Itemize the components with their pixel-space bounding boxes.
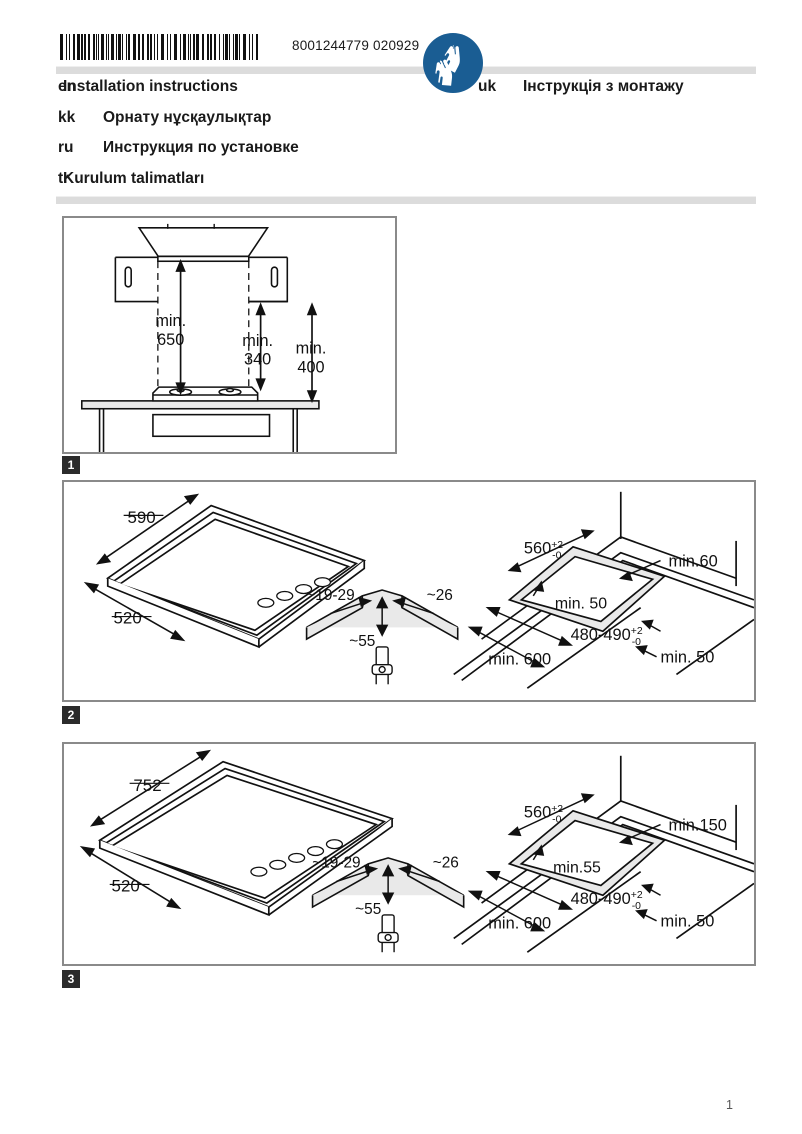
- barcode: [60, 34, 260, 60]
- svg-text:min. 50: min. 50: [555, 596, 607, 613]
- document-header: 8001244779 020929: [56, 30, 756, 70]
- svg-text:min.60: min.60: [668, 553, 717, 571]
- svg-text:~55: ~55: [355, 901, 381, 918]
- svg-text:~26: ~26: [433, 855, 459, 872]
- svg-text:min. 600: min. 600: [488, 651, 551, 669]
- language-divider: [56, 196, 756, 204]
- svg-text:min.: min.: [296, 340, 327, 358]
- svg-text:min.: min.: [155, 312, 186, 330]
- language-title: Installation instructions: [63, 78, 238, 95]
- language-item-ru: ru Инструкция по установке: [58, 139, 418, 157]
- document-number: 8001244779 020929: [292, 38, 420, 53]
- language-item-uk: uk Інструкція з монтажу: [478, 78, 758, 96]
- svg-text:340: 340: [244, 351, 271, 369]
- svg-text:520: 520: [112, 876, 140, 895]
- language-code: ru: [58, 139, 74, 156]
- svg-text:~19-29: ~19-29: [306, 587, 354, 604]
- figure-3-number: 3: [62, 970, 80, 988]
- figure-1-hood-clearances: min. 650 min. 340 min. 400: [62, 216, 397, 454]
- language-code: kk: [58, 108, 76, 126]
- svg-text:min. 600: min. 600: [488, 915, 551, 933]
- protective-gloves-icon: [422, 32, 484, 94]
- svg-text:min.150: min.150: [668, 817, 726, 835]
- language-item-tr: tr Kurulum talimatları: [58, 169, 205, 187]
- svg-text:560+2-0: 560+2-0: [524, 540, 563, 562]
- language-code: uk: [478, 78, 497, 95]
- language-column-right: uk Інструкція з монтажу: [478, 78, 758, 109]
- svg-text:~19-29: ~19-29: [312, 855, 360, 872]
- language-item-kk: kk Орнату нұсқаулықтар: [58, 109, 418, 127]
- page-number: 1: [726, 1098, 733, 1112]
- svg-text:752: 752: [133, 776, 161, 795]
- figure-2-number: 2: [62, 706, 80, 724]
- svg-text:min. 50: min. 50: [661, 649, 715, 667]
- svg-text:560+2-0: 560+2-0: [524, 804, 563, 826]
- language-title: Kurulum talimatları: [63, 169, 205, 187]
- svg-text:650: 650: [157, 331, 184, 349]
- language-item-en: en Installation instructions: [58, 78, 238, 95]
- svg-text:~26: ~26: [427, 587, 453, 604]
- figure-1-number: 1: [62, 456, 80, 474]
- figure-2-hob-590: 590 520: [62, 480, 756, 702]
- svg-text:400: 400: [297, 358, 324, 376]
- language-title: Інструкція з монтажу: [523, 78, 684, 95]
- svg-text:480-490+2-0: 480-490+2-0: [571, 890, 643, 912]
- svg-text:~55: ~55: [349, 633, 375, 650]
- svg-text:480-490+2-0: 480-490+2-0: [571, 626, 643, 648]
- svg-text:590: 590: [127, 508, 155, 527]
- svg-text:520: 520: [114, 608, 142, 627]
- svg-text:min. 50: min. 50: [661, 913, 715, 931]
- language-column-left: en Installation instructions kk Орнату н…: [58, 78, 418, 200]
- svg-text:min.55: min.55: [553, 860, 601, 877]
- figure-3-hob-752: 752 520: [62, 742, 756, 966]
- svg-text:min.: min.: [242, 332, 273, 350]
- language-list: en Installation instructions kk Орнату н…: [56, 78, 756, 192]
- language-title: Орнату нұсқаулықтар: [103, 108, 272, 126]
- language-title: Инструкция по установке: [103, 139, 299, 156]
- header-divider: [56, 66, 756, 74]
